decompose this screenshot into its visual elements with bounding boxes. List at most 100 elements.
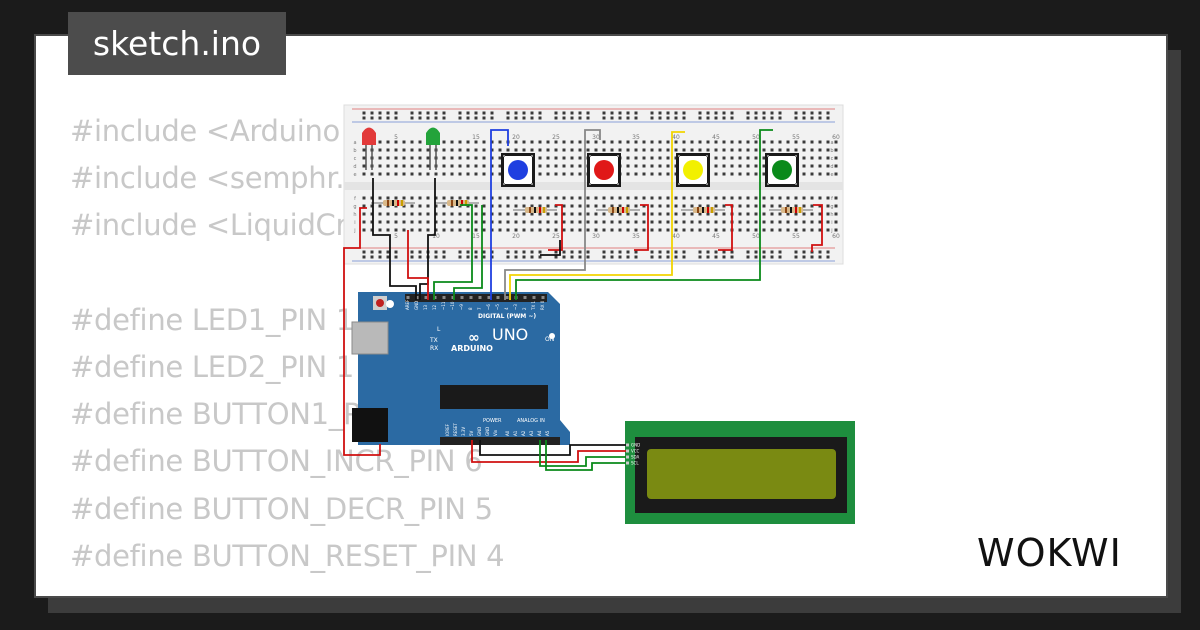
row-letter: d (353, 164, 356, 170)
column-number: 30 (592, 233, 600, 240)
code-line: #include <LiquidCr (70, 208, 348, 243)
row-letter: i (831, 220, 832, 226)
analog-pin-label: A5 (545, 430, 550, 436)
digital-pin-label: ~10 (450, 301, 455, 310)
column-number: 25 (552, 233, 560, 240)
column-number: 60 (832, 134, 840, 141)
lcd-pin-label: GND (631, 443, 640, 448)
column-number: 15 (472, 233, 480, 240)
code-line: #define LED2_PIN 1 (70, 350, 355, 385)
code-line: #define BUTTON_DECR_PIN 5 (70, 491, 493, 526)
resistor (513, 207, 557, 213)
power-pin-label: GND (485, 427, 490, 436)
resistor (596, 207, 640, 213)
code-line: #include <semphr. (70, 161, 345, 196)
led-green[interactable] (426, 127, 440, 171)
resistor (681, 207, 725, 213)
column-number: 50 (752, 134, 760, 141)
button-red[interactable] (587, 153, 621, 187)
infinity-logo: ∞ (468, 330, 480, 346)
digital-pin-label: RX 0 (540, 300, 545, 310)
button-yellow[interactable] (676, 153, 710, 187)
wokwi-logo: WOKWI (977, 531, 1122, 574)
model-label: UNO (492, 325, 528, 344)
column-number: 5 (394, 134, 398, 141)
row-letter: h (353, 212, 356, 218)
row-letter: i (354, 220, 355, 226)
wokwi-logo-text: WOKWI (977, 531, 1122, 574)
column-number: 40 (672, 233, 680, 240)
row-letter: e (830, 172, 833, 178)
analog-pin-label: A3 (529, 430, 534, 436)
lcd-pin-label: SCL (631, 461, 639, 466)
column-number: 35 (632, 233, 640, 240)
atmega-chip (440, 385, 548, 409)
row-letter: d (830, 164, 833, 170)
analog-label: ANALOG IN (517, 418, 545, 424)
digital-pin-label: ~9 (459, 304, 464, 310)
led-red[interactable] (362, 127, 376, 171)
lcd-pin-label: SDA (631, 455, 640, 460)
digital-label: DIGITAL (PWM ~) (478, 313, 536, 320)
row-letter: a (830, 140, 833, 146)
l-led-label: L (437, 326, 441, 333)
resistor (769, 207, 813, 213)
analog-pin-label: A2 (521, 430, 526, 436)
wires (343, 129, 823, 471)
column-number: 60 (832, 233, 840, 240)
digital-pin-label: 4 (504, 307, 509, 310)
row-letter: g (830, 204, 833, 210)
digital-pin-label: ~3 (513, 304, 518, 310)
power-pin-label: 5V (469, 430, 474, 436)
digital-pin-label: TX 1 (531, 301, 536, 311)
digital-pin-label: 13 (423, 304, 428, 310)
analog-pin-label: A4 (537, 430, 542, 436)
column-number: 5 (394, 233, 398, 240)
power-pin-label: RESET (453, 423, 458, 436)
column-number: 45 (712, 134, 720, 141)
analog-pin-label: A1 (513, 430, 518, 436)
button-blue[interactable] (501, 153, 535, 187)
column-number: 10 (432, 233, 440, 240)
digital-pin-label: ~6 (486, 304, 491, 310)
brand-label: ARDUINO (451, 344, 493, 353)
row-letter: j (353, 228, 355, 234)
digital-pin-label: AREF (405, 299, 410, 310)
row-letter: e (353, 172, 356, 178)
row-letter: b (353, 148, 356, 154)
digital-pin-label: 7 (477, 307, 482, 310)
column-number: 35 (632, 134, 640, 141)
power-label: POWER (483, 418, 502, 424)
row-letter: f (354, 196, 356, 202)
row-letter: b (830, 148, 833, 154)
row-letter: a (353, 140, 356, 146)
breadboard-column-numbers: 5510101515202025253030353540404545505055… (353, 134, 840, 240)
analog-pin-label: A0 (505, 430, 510, 436)
button-green[interactable] (765, 153, 799, 187)
row-letter: f (831, 196, 833, 202)
code-preview: #include <Arduino #include <semphr. #inclu… (70, 108, 505, 580)
lcd-pin-label: VCC (631, 449, 640, 454)
digital-pin-label: GND (414, 301, 419, 310)
column-number: 20 (512, 134, 520, 141)
row-letter: c (354, 156, 357, 162)
digital-pin-label: ~11 (441, 301, 446, 310)
resistor (371, 200, 415, 206)
push-buttons (501, 153, 799, 187)
on-led-label: ON (545, 336, 554, 343)
code-line: #define BUTTON1_P (70, 397, 361, 432)
code-line: #define BUTTON_INCR_PIN 6 (70, 444, 483, 479)
digital-pin-label: 2 (522, 307, 527, 310)
rx-led-label: RX (430, 345, 438, 352)
power-pin-label: Vin (493, 429, 498, 436)
digital-pin-label: 12 (432, 304, 437, 310)
row-letter: j (830, 228, 832, 234)
sketch-title: sketch.ino (68, 12, 286, 75)
digital-pin-label: ~5 (495, 304, 500, 310)
row-letter: g (353, 204, 356, 210)
code-line: #include <Arduino (70, 114, 341, 148)
